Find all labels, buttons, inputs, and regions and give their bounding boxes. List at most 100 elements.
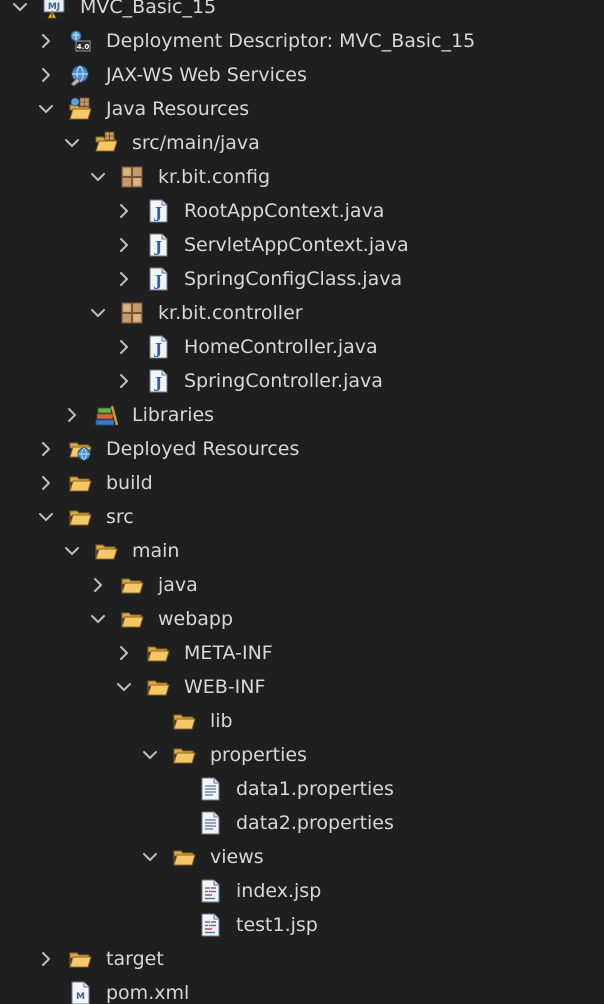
- chevron-right-icon[interactable]: [114, 235, 134, 255]
- tree-node-target[interactable]: target: [0, 942, 604, 976]
- tree-node-java[interactable]: java: [0, 568, 604, 602]
- chevron-right-icon[interactable]: [36, 473, 56, 493]
- chevron-down-icon[interactable]: [88, 609, 108, 629]
- tree-node-libraries[interactable]: Libraries: [0, 398, 604, 432]
- tree-node-src-main-java[interactable]: src/main/java: [0, 126, 604, 160]
- tree-node-deployed-resources[interactable]: Deployed Resources: [0, 432, 604, 466]
- chevron-down-icon[interactable]: [10, 0, 30, 17]
- chevron-down-icon[interactable]: [140, 745, 160, 765]
- svg-text:!: !: [51, 13, 54, 20]
- chevron-right-icon[interactable]: [114, 371, 134, 391]
- tree-node-label: HomeController.java: [184, 336, 378, 358]
- libraries-icon: [94, 403, 119, 427]
- tree-node-data2-properties[interactable]: data2.properties: [0, 806, 604, 840]
- tree-node-label: pom.xml: [106, 982, 190, 1004]
- tree-node-label: RootAppContext.java: [184, 200, 385, 222]
- tree-node-meta-inf[interactable]: META-INF: [0, 636, 604, 670]
- java-file-icon: J: [146, 233, 170, 257]
- tree-node-web-inf[interactable]: WEB-INF: [0, 670, 604, 704]
- package-icon: [120, 165, 144, 189]
- java-file-icon: J: [146, 199, 170, 223]
- svg-text:M: M: [76, 992, 85, 1002]
- chevron-right-icon[interactable]: [36, 949, 56, 969]
- tree-node-jax-ws-web-services[interactable]: JAX-WS Web Services: [0, 58, 604, 92]
- folder-icon: [68, 471, 92, 495]
- java-resources-icon: [68, 97, 92, 121]
- svg-text:J: J: [153, 374, 162, 392]
- chevron-right-icon[interactable]: [36, 439, 56, 459]
- tree-node-java-resources[interactable]: Java Resources: [0, 92, 604, 126]
- chevron-right-icon[interactable]: [114, 643, 134, 663]
- chevron-down-icon[interactable]: [36, 99, 56, 119]
- chevron-down-icon[interactable]: [114, 677, 134, 697]
- tree-node-label: build: [106, 472, 153, 494]
- tree-node-label: views: [210, 846, 264, 868]
- java-file-icon: J: [146, 267, 170, 291]
- folder-icon: [120, 607, 144, 631]
- package-icon: [120, 301, 144, 325]
- tree-node-label: kr.bit.controller: [158, 302, 303, 324]
- tree-node-label: src/main/java: [132, 132, 260, 154]
- chevron-right-icon[interactable]: [114, 269, 134, 289]
- tree-node-index-jsp[interactable]: index.jsp: [0, 874, 604, 908]
- tree-node-test1-jsp[interactable]: test1.jsp: [0, 908, 604, 942]
- folder-icon: [172, 845, 196, 869]
- tree-node-views[interactable]: views: [0, 840, 604, 874]
- tree-node-kr-bit-config[interactable]: kr.bit.config: [0, 160, 604, 194]
- tree-node-pom-xml[interactable]: M pom.xml: [0, 976, 604, 1004]
- chevron-down-icon[interactable]: [62, 133, 82, 153]
- tree-node-springcontroller-java[interactable]: J SpringController.java: [0, 364, 604, 398]
- tree-node-springconfigclass-java[interactable]: J SpringConfigClass.java: [0, 262, 604, 296]
- chevron-right-icon[interactable]: [114, 201, 134, 221]
- chevron-down-icon[interactable]: [36, 507, 56, 527]
- tree-node-label: target: [106, 948, 164, 970]
- tree-node-label: SpringConfigClass.java: [184, 268, 403, 290]
- tree-node-label: ServletAppContext.java: [184, 234, 409, 256]
- chevron-right-icon[interactable]: [36, 31, 56, 51]
- chevron-right-icon[interactable]: [114, 337, 134, 357]
- tree-node-label: WEB-INF: [184, 676, 266, 698]
- tree-node-label: main: [132, 540, 180, 562]
- tree-node-build[interactable]: build: [0, 466, 604, 500]
- properties-file-icon: [198, 811, 222, 835]
- chevron-down-icon[interactable]: [62, 541, 82, 561]
- tree-node-label: kr.bit.config: [158, 166, 271, 188]
- tree-node-label: java: [158, 574, 198, 596]
- chevron-down-icon[interactable]: [140, 847, 160, 867]
- tree-node-label: MVC_Basic_15: [80, 0, 217, 18]
- tree-node-webapp[interactable]: webapp: [0, 602, 604, 636]
- xml-file-icon: M: [68, 981, 92, 1004]
- svg-text:MJ: MJ: [48, 2, 60, 12]
- chevron-right-icon[interactable]: [36, 65, 56, 85]
- chevron-down-icon[interactable]: [88, 303, 108, 323]
- folder-icon: [68, 947, 92, 971]
- deployed-resources-icon: [68, 437, 92, 461]
- tree-node-homecontroller-java[interactable]: J HomeController.java: [0, 330, 604, 364]
- tree-node-data1-properties[interactable]: data1.properties: [0, 772, 604, 806]
- tree-node-kr-bit-controller[interactable]: kr.bit.controller: [0, 296, 604, 330]
- chevron-right-icon[interactable]: [62, 405, 82, 425]
- tree-node-label: Libraries: [132, 404, 215, 426]
- java-file-icon: J: [146, 335, 170, 359]
- tree-node-label: Java Resources: [106, 98, 250, 120]
- source-folder-icon: [94, 131, 118, 155]
- java-file-icon: J: [146, 369, 170, 393]
- folder-icon: [68, 505, 92, 529]
- chevron-down-icon[interactable]: [88, 167, 108, 187]
- chevron-right-icon[interactable]: [88, 575, 108, 595]
- svg-text:4.0: 4.0: [77, 43, 90, 51]
- tree-node-label: data2.properties: [236, 812, 394, 834]
- project-icon: MJ !: [42, 0, 66, 20]
- tree-node-src[interactable]: src: [0, 500, 604, 534]
- svg-text:J: J: [153, 204, 162, 222]
- tree-node-deployment-descriptor-mvc-basic-15[interactable]: 4.0 Deployment Descriptor: MVC_Basic_15: [0, 24, 604, 58]
- tree-node-lib[interactable]: lib: [0, 704, 604, 738]
- tree-node-properties[interactable]: properties: [0, 738, 604, 772]
- tree-node-label: Deployment Descriptor: MVC_Basic_15: [106, 30, 476, 52]
- jsp-file-icon: [198, 913, 222, 937]
- tree-node-servletappcontext-java[interactable]: J ServletAppContext.java: [0, 228, 604, 262]
- tree-node-main[interactable]: main: [0, 534, 604, 568]
- tree-node-rootappcontext-java[interactable]: J RootAppContext.java: [0, 194, 604, 228]
- tree-node-mvc-basic-15[interactable]: MJ ! MVC_Basic_15: [0, 0, 604, 24]
- tree-node-label: webapp: [158, 608, 234, 630]
